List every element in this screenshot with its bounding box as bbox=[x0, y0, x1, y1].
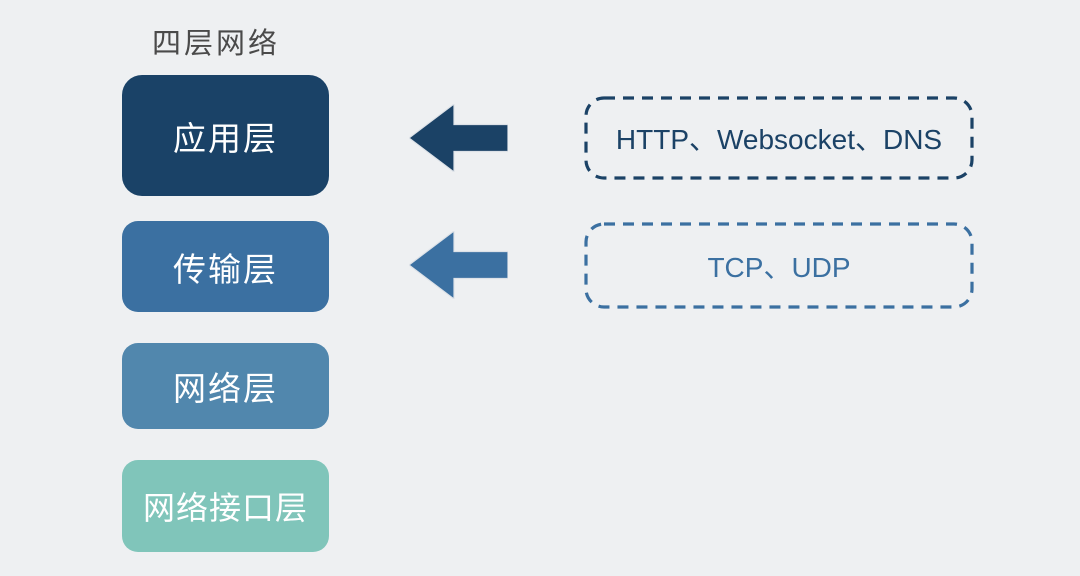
protocol-box-application: HTTP、Websocket、DNS bbox=[584, 96, 974, 180]
layer-box-network: 网络层 bbox=[122, 343, 329, 429]
left-arrow-icon-application bbox=[409, 104, 508, 172]
layer-label-network-interface: 网络接口层 bbox=[142, 490, 308, 526]
layer-box-network-interface: 网络接口层 bbox=[122, 460, 329, 552]
layer-box-application: 应用层 bbox=[122, 75, 329, 196]
dashed-border bbox=[584, 222, 974, 309]
layer-label-transport: 传输层 bbox=[173, 250, 278, 288]
protocol-box-transport: TCP、UDP bbox=[584, 222, 974, 309]
layer-label-network: 网络层 bbox=[173, 370, 278, 407]
diagram-title: 四层网络 bbox=[152, 28, 281, 60]
dashed-border bbox=[584, 96, 974, 180]
layer-box-transport: 传输层 bbox=[122, 221, 329, 312]
protocol-label-transport: TCP、UDP bbox=[707, 251, 851, 283]
left-arrow-icon-transport bbox=[409, 231, 508, 299]
protocol-label-application: HTTP、Websocket、DNS bbox=[615, 124, 943, 155]
layer-label-application: 应用层 bbox=[173, 119, 278, 157]
